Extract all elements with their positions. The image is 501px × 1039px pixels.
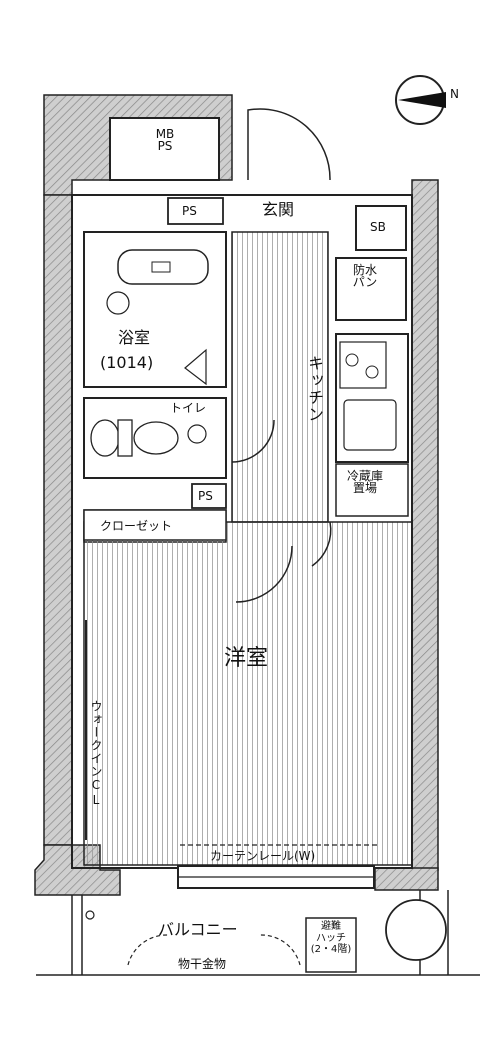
sink-icon — [133, 421, 179, 455]
ps-top-box — [167, 197, 224, 225]
yokushitsu-label: 浴室 — [118, 328, 151, 347]
north-arrow-icon — [395, 75, 446, 125]
ps-mid-box — [191, 483, 227, 509]
walk-in-label: ウォークインCL — [89, 700, 103, 808]
stove-icon — [339, 341, 387, 389]
reizoko-line1: 冷蔵庫 — [346, 469, 383, 483]
kitchen-sink-icon — [343, 399, 397, 451]
bous-line2: パン — [352, 275, 378, 289]
genkan-label: 玄関 — [262, 200, 295, 219]
bathtub — [117, 249, 209, 285]
paper-holder-icon — [187, 424, 207, 444]
hinan-label: 避難 ハッチ (2・4階) — [305, 921, 357, 956]
door-swings — [231, 108, 332, 603]
bous-label: 防水 パン — [345, 264, 385, 288]
hinan-line2: ハッチ — [316, 932, 346, 944]
closet-band — [83, 509, 227, 541]
mbps-line2: PS — [157, 139, 173, 153]
burner-icon — [345, 353, 359, 367]
hinan-line3: (2・4階) — [310, 944, 352, 955]
sb-label: SB — [370, 220, 386, 234]
toilet-label: トイレ — [170, 401, 207, 415]
mbps-label: MB PS — [147, 128, 183, 152]
sb-box — [355, 205, 407, 251]
reizoko-label: 冷蔵庫 置場 — [343, 470, 387, 494]
toilet-icon — [90, 419, 120, 457]
yokushitsu-size: (1014) — [100, 353, 154, 372]
reizoko-line2: 置場 — [352, 481, 377, 495]
kitchen-label: キッチン — [305, 355, 324, 423]
western-room-floor — [83, 521, 413, 866]
balcony — [36, 890, 480, 976]
closet-label: クローゼット — [100, 519, 173, 533]
ps-mid-label: PS — [198, 489, 213, 503]
mbps-line1: MB — [155, 127, 175, 141]
bath-door-icon — [184, 348, 207, 386]
ps-top-label: PS — [182, 204, 197, 218]
curtain-rail-label: カーテンレール(W) — [210, 849, 316, 863]
mbps-box — [109, 117, 220, 181]
kitchen-floor — [231, 231, 329, 523]
balcony-label: バルコニー — [158, 920, 238, 939]
north-label: N — [450, 87, 459, 101]
burner-icon — [365, 365, 379, 379]
bous-line1: 防水 — [352, 263, 377, 277]
shower-icon — [106, 291, 130, 315]
yoshitsu-label: 洋室 — [224, 646, 269, 671]
toilet-tank-icon — [117, 419, 133, 457]
hinan-line1: 避難 — [321, 921, 341, 932]
faucet-icon — [151, 261, 171, 273]
washer-pan — [335, 257, 407, 321]
fridge-space — [335, 463, 409, 517]
hoshikanamono-label: 物干金物 — [178, 957, 227, 971]
